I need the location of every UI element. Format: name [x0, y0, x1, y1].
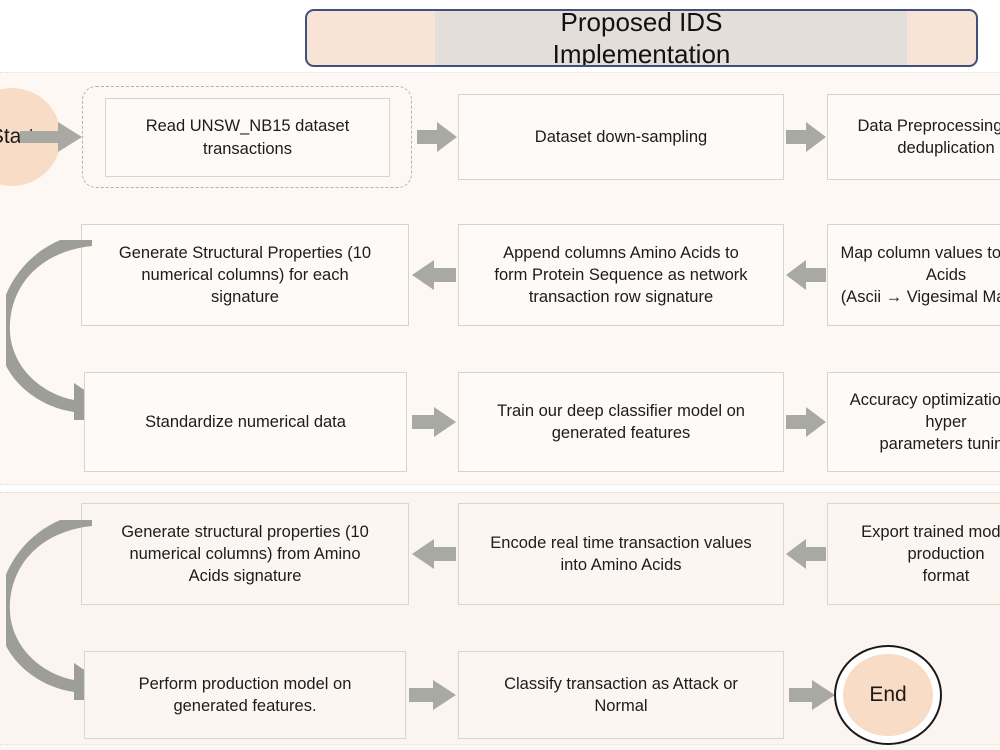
arrow-map-to-append	[786, 260, 826, 290]
process-box-train-classifier[interactable]: Train our deep classifier model on gener…	[458, 372, 784, 472]
process-box-down-sampling[interactable]: Dataset down-sampling	[458, 94, 784, 180]
arrow-train-to-accuracy	[786, 407, 826, 437]
arrow-perform-to-classify	[409, 680, 456, 710]
background-band-bottom	[0, 744, 1000, 750]
process-box-accuracy-optimization[interactable]: Accuracy optimization and hyper paramete…	[827, 372, 1000, 472]
process-box-classify-transaction[interactable]: Classify transaction as Attack or Normal	[458, 651, 784, 739]
arrow-append-to-generate	[412, 260, 456, 290]
arrow-export-to-encode	[786, 539, 826, 569]
process-box-generate-structural-properties-runtime[interactable]: Generate structural properties (10 numer…	[81, 503, 409, 605]
process-box-append-columns-protein-sequence[interactable]: Append columns Amino Acids to form Prote…	[458, 224, 784, 326]
process-box-standardize-numerical-data[interactable]: Standardize numerical data	[84, 372, 407, 472]
page-title: Proposed IDS Implementation	[552, 9, 731, 67]
process-box-encode-realtime-values[interactable]: Encode real time transaction values into…	[458, 503, 784, 605]
title-banner: Proposed IDS Implementation	[305, 9, 978, 67]
arrow-standardize-to-train	[412, 407, 456, 437]
process-box-perform-production-model[interactable]: Perform production model on generated fe…	[84, 651, 406, 739]
process-box-map-column-values[interactable]: Map column values to Amino Acids (Ascii …	[827, 224, 1000, 326]
arrow-encode-to-generate-runtime	[412, 539, 456, 569]
arrow-start-to-read	[20, 122, 82, 152]
end-terminator: End	[834, 645, 942, 745]
process-box-data-preprocessing[interactable]: Data Preprocessing and deduplication	[827, 94, 1000, 180]
process-box-generate-structural-properties[interactable]: Generate Structural Properties (10 numer…	[81, 224, 409, 326]
arrow-read-to-downsampling	[417, 122, 457, 152]
arrow-downsampling-to-preprocessing	[786, 122, 826, 152]
end-terminator-label: End	[843, 653, 933, 737]
arrow-classify-to-end	[789, 680, 835, 710]
title-banner-gray-segment	[435, 11, 907, 65]
process-box-read-dataset[interactable]: Read UNSW_NB15 dataset transactions	[105, 98, 390, 177]
dashed-group-container	[82, 86, 412, 188]
process-box-export-trained-model[interactable]: Export trained model in production forma…	[827, 503, 1000, 605]
